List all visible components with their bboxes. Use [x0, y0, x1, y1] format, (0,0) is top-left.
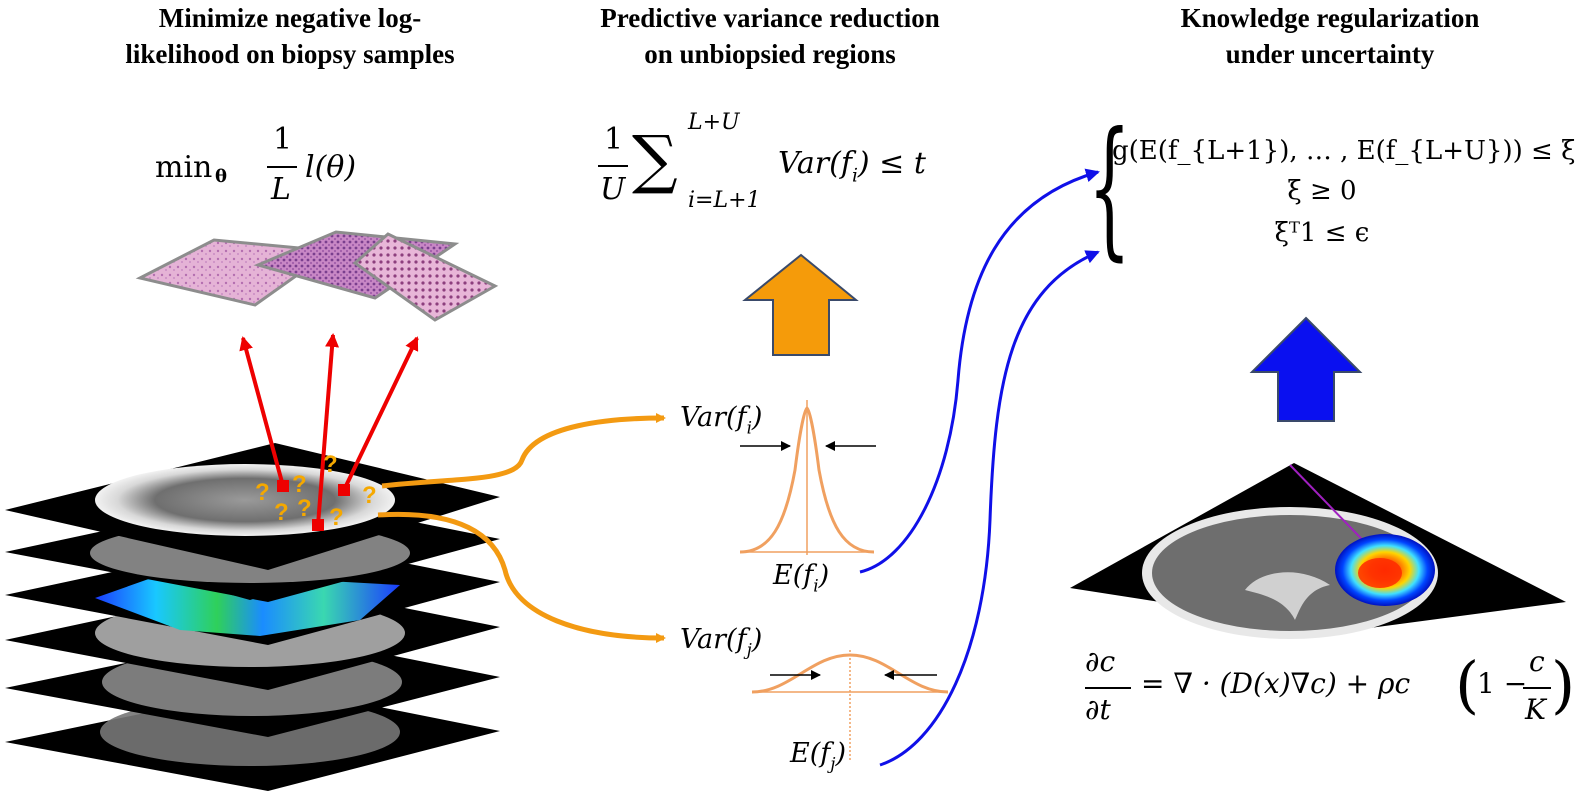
- pde-frac-den: K: [1525, 693, 1546, 726]
- variance-frac-den: U: [600, 172, 626, 207]
- pde-lhs-den: ∂t: [1085, 693, 1111, 726]
- heading-left-line2: likelihood on biopsy samples: [125, 39, 455, 69]
- blue-up-arrow: [1249, 316, 1363, 422]
- orange-arrow-lower: [377, 511, 666, 643]
- constraint-line-3: ξᵀ1 ≤ ϵ: [1274, 218, 1370, 248]
- mri-stack: [5, 443, 500, 791]
- pde-equation: ∂c ∂t = ∇ · (D(x)∇c) + ρc ( 1 − c K ): [1085, 645, 1575, 760]
- variance-rhs: ) ≤ t: [857, 146, 926, 181]
- variance-equation: 1 U ∑ L+U i=L+1 Var(fi) ≤ t: [596, 110, 996, 220]
- heading-right-line2: under uncertainty: [1225, 39, 1435, 69]
- var-j-close: ): [751, 624, 763, 655]
- question-mark: ?: [292, 471, 307, 498]
- red-arrow-1: [239, 336, 285, 487]
- question-mark: ?: [255, 479, 270, 506]
- var-i-label: Var(fi): [680, 402, 762, 438]
- objective-min-sub: θ: [215, 166, 228, 187]
- tumor-ventricle: [1245, 572, 1330, 620]
- sum-bottom: i=L+1: [688, 188, 761, 213]
- e-i-label: E(fi): [773, 560, 829, 596]
- variance-frac-num: 1: [604, 122, 624, 157]
- var-j-base: Var(f: [680, 624, 747, 655]
- biopsy-point-3: [338, 484, 350, 496]
- pde-lhs-bar: [1085, 687, 1131, 689]
- e-i-close: ): [818, 560, 830, 591]
- question-marks: ? ? ? ? ? ? ?: [255, 451, 377, 531]
- variance-body: Var(fi) ≤ t: [778, 146, 926, 186]
- heading-middle-line2: on unbiopsied regions: [644, 39, 896, 69]
- constraint-brace: {: [1088, 101, 1131, 275]
- biopsy-tiles: [135, 230, 499, 322]
- question-mark: ?: [362, 482, 377, 509]
- tumor-core: [1358, 558, 1402, 588]
- heading-right: Knowledge regularization under uncertain…: [1100, 0, 1560, 72]
- pde-middle: = ∇ · (D(x)∇c) + ρc: [1141, 667, 1411, 700]
- e-j-base: E(f: [790, 738, 831, 769]
- gaussian-i-plot: [739, 400, 876, 555]
- sum-top: L+U: [688, 110, 740, 135]
- pde-one-minus: 1 −: [1477, 667, 1528, 700]
- question-mark: ?: [274, 499, 289, 526]
- orange-arrow-upper: [381, 413, 666, 489]
- question-mark: ?: [323, 451, 338, 478]
- heading-right-line1: Knowledge regularization: [1180, 3, 1480, 33]
- objective-term: l(θ): [305, 150, 357, 185]
- constraint-line-1: g(E(f_{L+1}), … , E(f_{L+U})) ≤ ξ: [1112, 136, 1575, 166]
- question-mark: ?: [329, 504, 344, 531]
- histology-tile-3: [352, 232, 499, 322]
- orange-up-arrow: [742, 253, 859, 356]
- e-i-base: E(f: [773, 560, 814, 591]
- mri-heatmap: [95, 575, 400, 636]
- var-i-sub: i: [746, 417, 752, 438]
- pde-frac-bar: [1523, 687, 1551, 689]
- biopsy-point-1: [277, 480, 289, 492]
- constraint-line-2: ξ ≥ 0: [1287, 176, 1357, 206]
- biopsy-point-2: [312, 519, 324, 531]
- sum-symbol: ∑: [632, 123, 678, 197]
- heading-left-line1: Minimize negative log-: [158, 3, 422, 33]
- variance-frac-bar: [598, 165, 628, 167]
- var-i-close: ): [751, 402, 763, 433]
- var-j-label: Var(fj): [680, 624, 762, 660]
- pde-paren-open: (: [1455, 648, 1480, 721]
- biopsy-arrows: [239, 333, 419, 526]
- heading-left: Minimize negative log- likelihood on bio…: [60, 0, 520, 72]
- tumor-brain: [1070, 463, 1566, 639]
- var-j-sub: j: [746, 639, 752, 660]
- pde-lhs-num: ∂c: [1085, 645, 1116, 678]
- variance-body-text: Var(f: [778, 146, 852, 181]
- pde-frac-num: c: [1529, 645, 1545, 678]
- e-j-sub: j: [830, 753, 836, 774]
- objective-frac-bar: [267, 166, 297, 168]
- gaussian-j-plot: [751, 650, 949, 762]
- var-i-base: Var(f: [680, 402, 747, 433]
- blue-arrow-lower: [879, 250, 1100, 767]
- heading-middle-line1: Predictive variance reduction: [600, 3, 940, 33]
- blue-arrow-upper: [859, 168, 1100, 574]
- e-j-label: E(fj): [790, 738, 846, 774]
- objective-frac-num: 1: [273, 122, 293, 157]
- objective-min: min: [155, 150, 213, 185]
- variance-body-sub: i: [851, 165, 858, 187]
- heading-middle: Predictive variance reduction on unbiops…: [530, 0, 1010, 72]
- e-j-close: ): [835, 738, 846, 769]
- question-mark: ?: [297, 495, 312, 522]
- pde-paren-close: ): [1551, 648, 1575, 721]
- objective-frac-den: L: [271, 172, 291, 207]
- red-arrow-3: [342, 336, 419, 491]
- red-arrow-2: [316, 333, 340, 526]
- e-i-sub: i: [813, 575, 819, 596]
